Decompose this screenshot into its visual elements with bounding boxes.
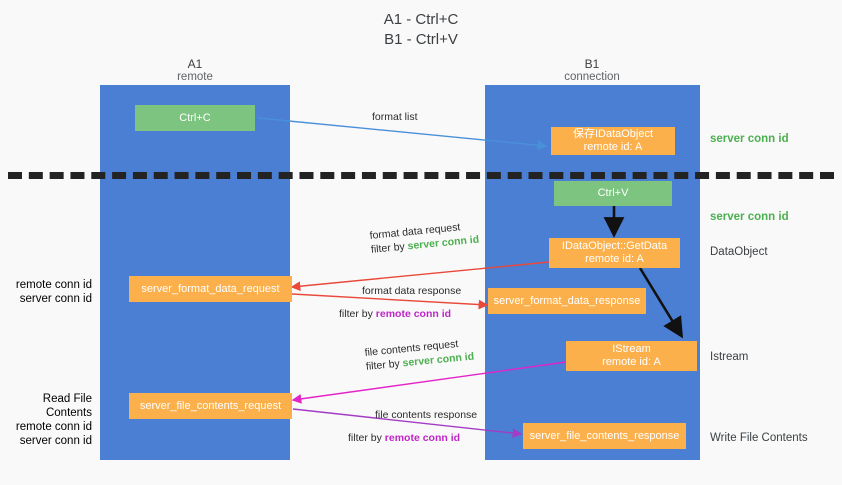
node-server-file-contents-response-label: server_file_contents_response xyxy=(529,429,680,442)
annotation-remote-conn-id-2: remote conn id xyxy=(15,421,92,433)
page-title: A1 - Ctrl+C B1 - Ctrl+V xyxy=(0,10,842,50)
annotation-group-format: remote conn id server conn id xyxy=(0,278,92,306)
node-ctrl-v-label: Ctrl+V xyxy=(597,187,629,199)
column-header-b1-name: B1 xyxy=(584,57,600,71)
annotation-server-conn-id-4: server conn id xyxy=(19,435,92,447)
column-header-a1-sub: remote xyxy=(177,71,213,83)
node-server-format-data-request-label: server_format_data_request xyxy=(141,282,280,295)
node-ctrl-c-label: Ctrl+C xyxy=(179,111,211,124)
node-server-format-data-request[interactable]: server_format_data_request xyxy=(129,276,292,302)
column-header-b1: B1 connection xyxy=(512,58,672,84)
title-line-2: B1 - Ctrl+V xyxy=(384,31,458,48)
node-server-format-data-response-label: server_format_data_response xyxy=(493,294,641,307)
node-istream[interactable]: IStream remote id: A xyxy=(566,341,697,371)
column-header-a1: A1 remote xyxy=(115,58,275,84)
edge-label-file-contents-request: file contents request filter by server c… xyxy=(364,336,475,374)
annotation-read-file-contents: Read File Contents xyxy=(42,393,92,419)
annotation-server-conn-id-2: server conn id xyxy=(710,211,789,223)
annotation-group-file: Read File Contents remote conn id server… xyxy=(0,392,92,448)
node-idataobject-getdata-label: IDataObject::GetData remote id: A xyxy=(561,240,668,265)
node-idataobject-getdata[interactable]: IDataObject::GetData remote id: A xyxy=(549,238,680,268)
filter-prefix-2: filter by xyxy=(339,308,376,320)
edge-label-format-list: format list xyxy=(372,111,418,123)
annotation-write-file-contents: Write File Contents xyxy=(710,432,808,444)
edge-label-format-data-response: format data response filter by remote co… xyxy=(339,284,462,321)
edge-label-format-data-request: format data request filter by server con… xyxy=(369,219,480,257)
edge-label-file-contents-response-filter: filter by remote conn id xyxy=(348,431,477,445)
node-save-idataobject[interactable]: 保存IDataObject remote id: A xyxy=(551,127,675,155)
edge-label-file-contents-response: file contents response filter by remote … xyxy=(348,408,478,445)
filter-prefix-4: filter by xyxy=(348,432,385,444)
annotation-istream: Istream xyxy=(710,351,749,363)
annotation-server-conn-id-3: server conn id xyxy=(19,293,92,305)
annotation-dataobject: DataObject xyxy=(710,246,768,258)
edge-label-format-data-response-text: format data response xyxy=(362,285,462,297)
node-ctrl-v[interactable]: Ctrl+V xyxy=(554,181,672,206)
annotation-server-conn-id-1: server conn id xyxy=(710,133,789,145)
edge-label-file-contents-response-text: file contents response xyxy=(375,409,478,421)
node-server-file-contents-request[interactable]: server_file_contents_request xyxy=(129,393,292,419)
filter-key-remote-conn-2: remote conn id xyxy=(384,432,461,444)
filter-key-remote-conn-1: remote conn id xyxy=(375,308,452,320)
annotation-remote-conn-id-1: remote conn id xyxy=(15,279,92,291)
column-header-b1-sub: connection xyxy=(564,71,620,83)
filter-prefix-3: filter by xyxy=(365,357,404,373)
node-server-file-contents-request-label: server_file_contents_request xyxy=(139,399,282,412)
phase-divider xyxy=(8,172,834,179)
filter-prefix-1: filter by xyxy=(370,240,409,256)
title-line-1: A1 - Ctrl+C xyxy=(383,11,459,28)
node-server-format-data-response[interactable]: server_format_data_response xyxy=(488,288,646,314)
edge-label-format-data-response-filter: filter by remote conn id xyxy=(339,307,461,321)
node-istream-label: IStream remote id: A xyxy=(602,343,661,368)
node-server-file-contents-response[interactable]: server_file_contents_response xyxy=(523,423,686,449)
node-save-idataobject-label: 保存IDataObject remote id: A xyxy=(572,128,654,153)
column-header-a1-name: A1 xyxy=(187,57,203,71)
node-ctrl-c[interactable]: Ctrl+C xyxy=(135,105,255,131)
